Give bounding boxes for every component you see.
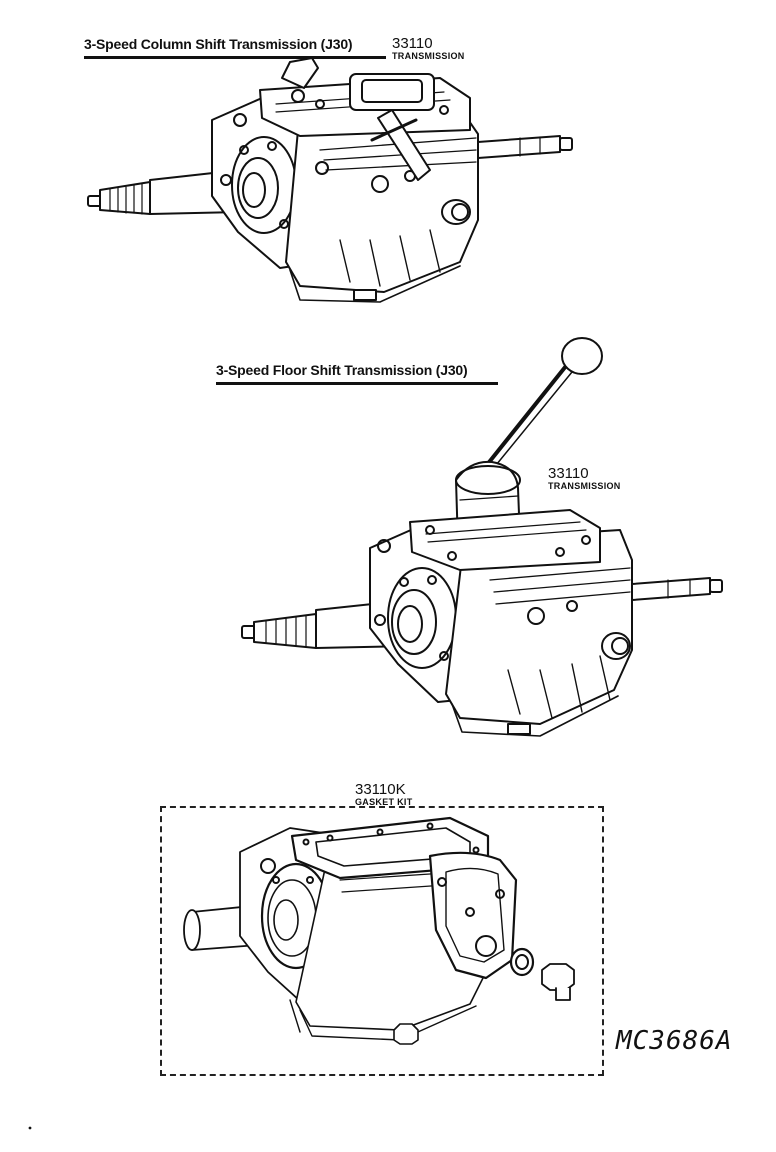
section-2-part-name: TRANSMISSION bbox=[548, 481, 621, 491]
section-2-part-number: 33110 bbox=[548, 465, 589, 482]
column-shift-transmission-illustration bbox=[87, 57, 573, 303]
section-1-part-number: 33110 bbox=[392, 35, 433, 52]
section-1-underline bbox=[84, 56, 386, 59]
section-1-title: 3-Speed Column Shift Transmission (J30) bbox=[84, 36, 353, 52]
gasket-kit-boundary bbox=[160, 806, 604, 1076]
section-3-part-name: GASKET KIT bbox=[355, 797, 413, 807]
section-1-part-name: TRANSMISSION bbox=[392, 51, 465, 61]
section-2-underline bbox=[216, 382, 498, 385]
floor-shift-transmission-illustration bbox=[241, 337, 723, 737]
gasket-kit-illustration bbox=[183, 816, 575, 1045]
catalog-code: MC3686A bbox=[616, 1026, 733, 1056]
section-3-part-number: 33110K bbox=[355, 781, 406, 798]
section-2-title: 3-Speed Floor Shift Transmission (J30) bbox=[216, 362, 468, 378]
